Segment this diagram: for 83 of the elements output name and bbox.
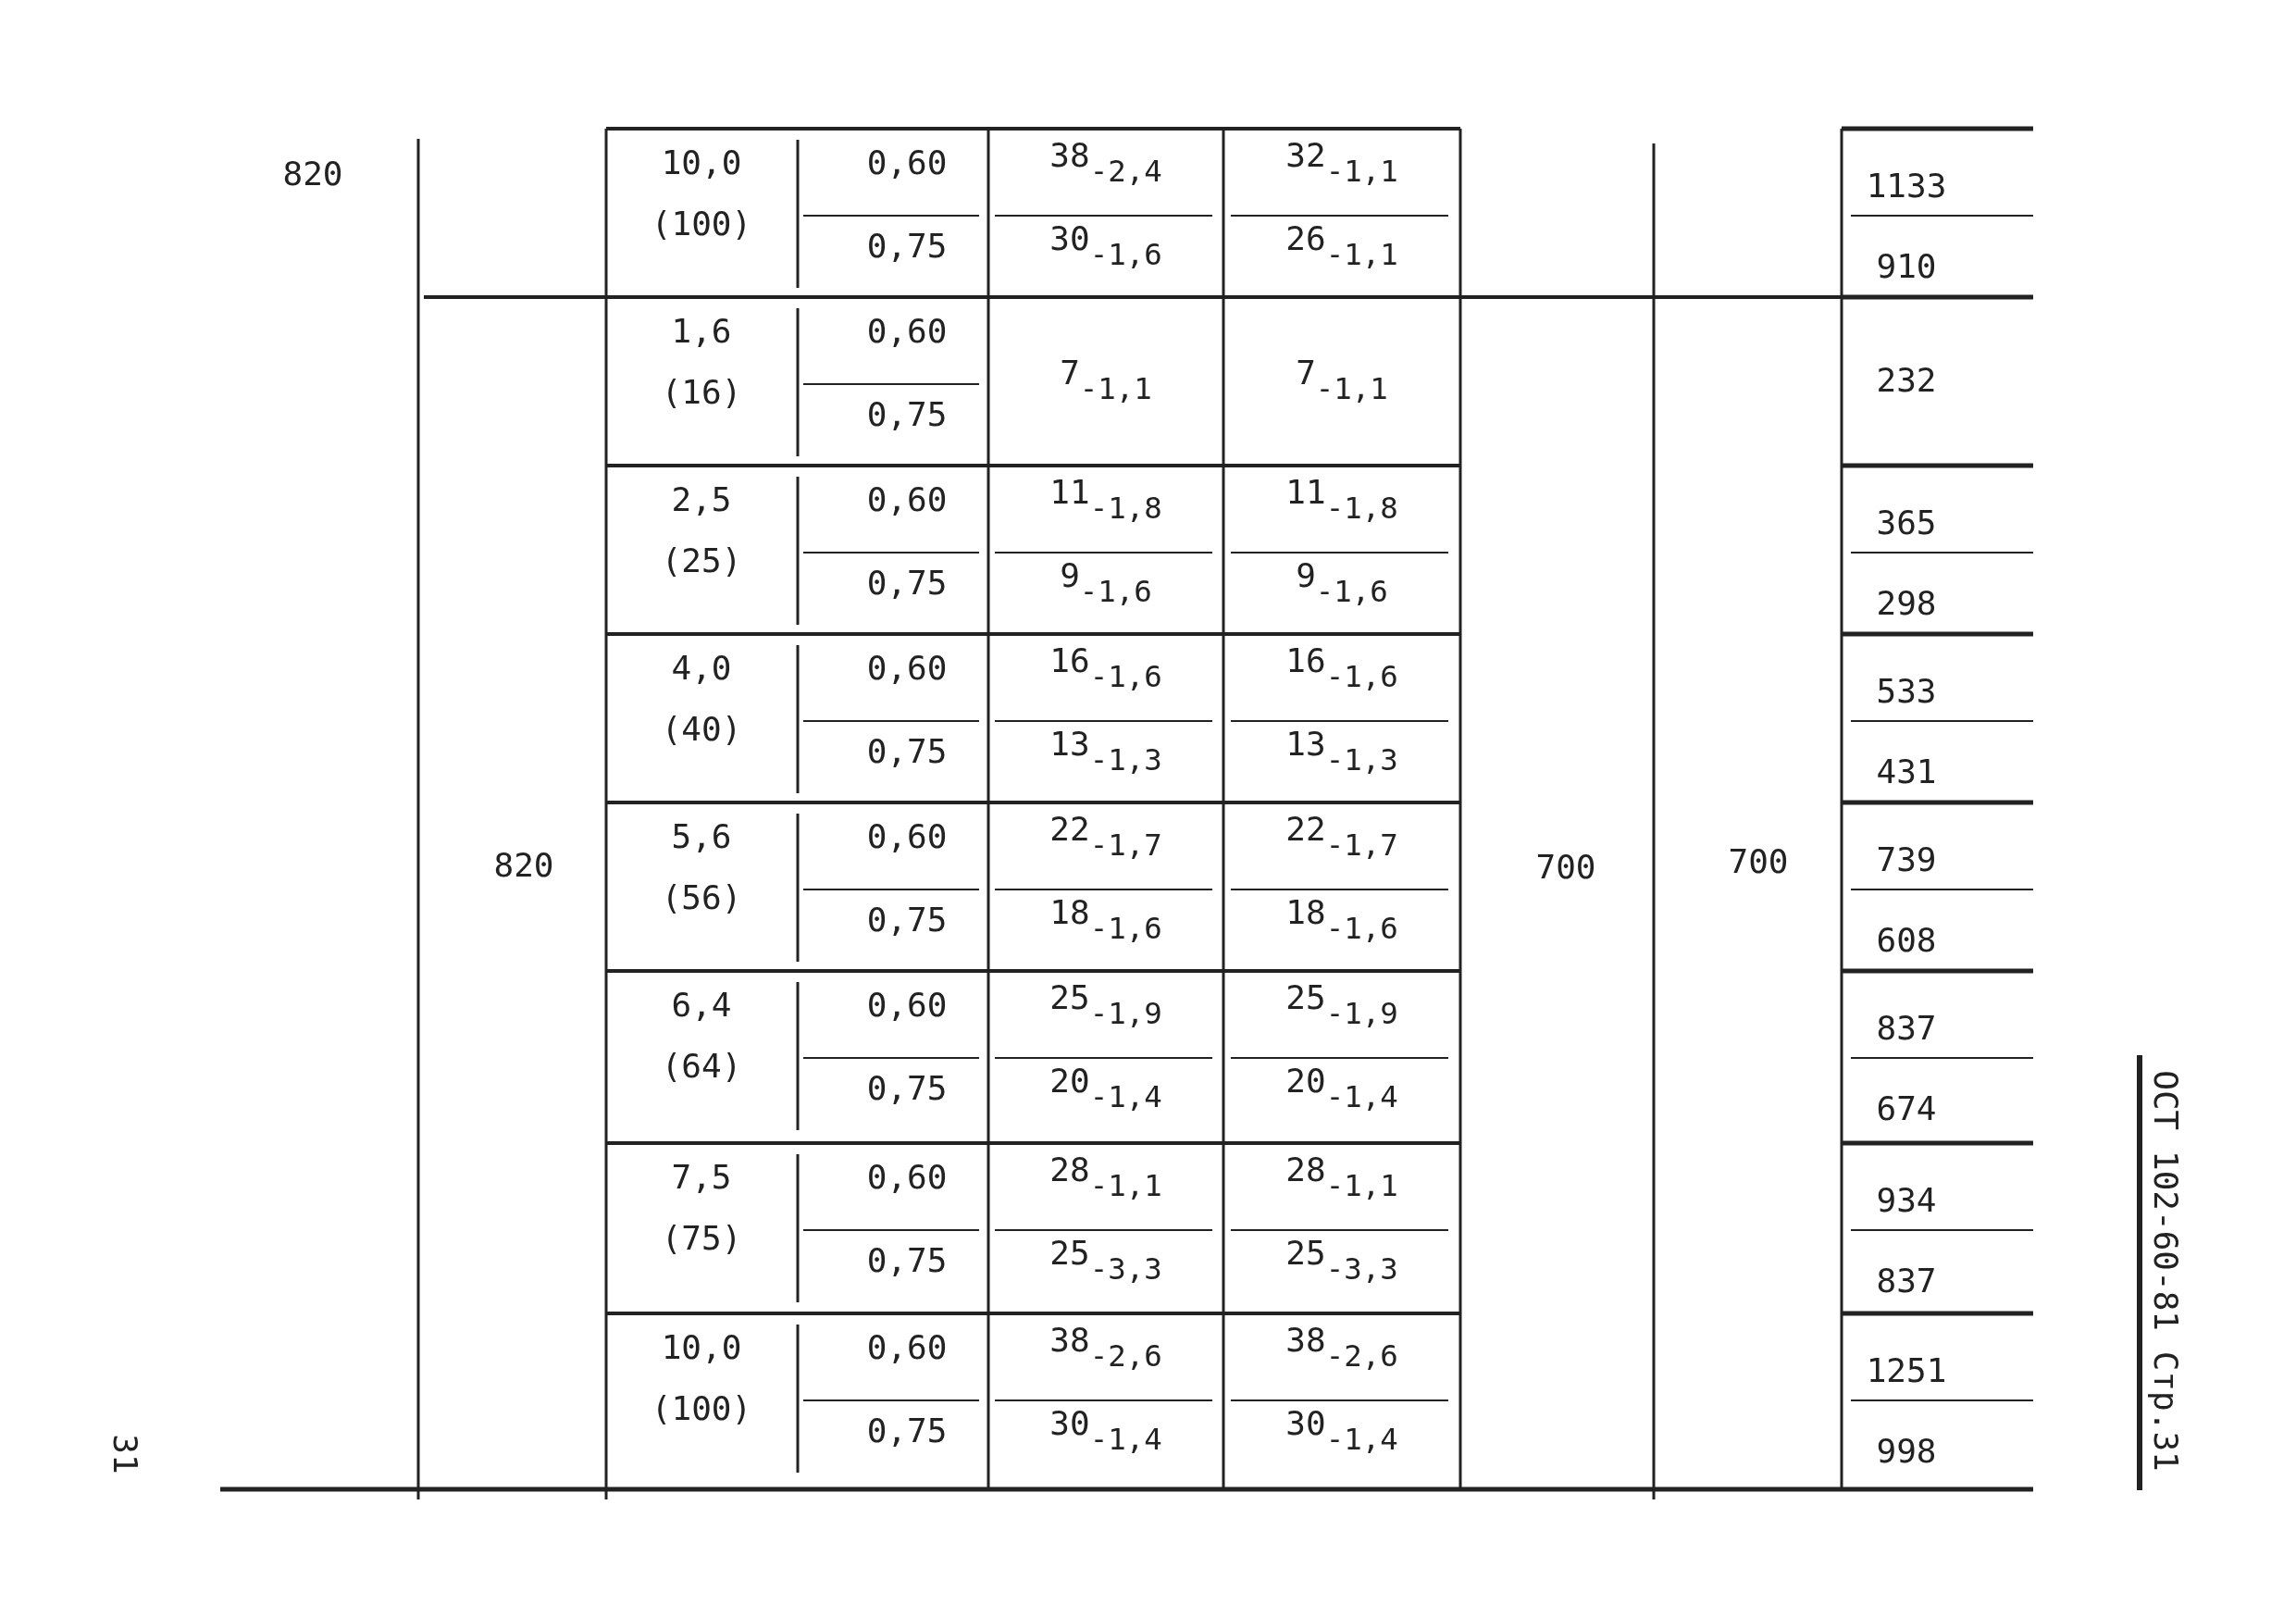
table-value: 0,75	[866, 1072, 948, 1105]
table-value: 38$_{-2,6}$	[1285, 1324, 1398, 1372]
table-value: 7$_{-1,1}$	[1060, 356, 1152, 404]
table-value: 16$_{-1,6}$	[1049, 644, 1162, 692]
table-value: 1,6	[671, 315, 732, 348]
table-value: 700	[1535, 851, 1596, 884]
table-value: (16)	[661, 376, 742, 409]
table-value: 28$_{-1,1}$	[1049, 1153, 1162, 1201]
table-value: 38$_{-2,4}$	[1049, 139, 1162, 187]
table-value: 9$_{-1,6}$	[1296, 559, 1388, 607]
table-value: 533	[1876, 675, 1937, 708]
table-value: 700	[1728, 845, 1789, 878]
table-value: 0,60	[866, 315, 948, 348]
table-value: 7,5	[671, 1161, 732, 1194]
table-value: (25)	[661, 544, 742, 578]
table-value: 22$_{-1,7}$	[1285, 813, 1398, 861]
table-value: 18$_{-1,6}$	[1285, 896, 1398, 944]
table-value: 0,75	[866, 1414, 948, 1448]
table-value: 837	[1876, 1264, 1937, 1298]
table-value: 820	[282, 157, 343, 191]
table-value: 20$_{-1,4}$	[1285, 1064, 1398, 1113]
table-value: 30$_{-1,4}$	[1049, 1407, 1162, 1455]
table-value: 4,0	[671, 652, 732, 685]
table-value: 7$_{-1,1}$	[1296, 356, 1388, 404]
table-value: 0,75	[866, 566, 948, 600]
table-value: 820	[493, 849, 554, 882]
table-value: 232	[1876, 364, 1937, 397]
table-value: 25$_{-3,3}$	[1049, 1237, 1162, 1285]
table-value: 5,6	[671, 820, 732, 853]
table-value: (75)	[661, 1222, 742, 1255]
table-value: 0,60	[866, 483, 948, 516]
table-value: 16$_{-1,6}$	[1285, 644, 1398, 692]
table-value: 0,75	[866, 735, 948, 768]
table-value: 28$_{-1,1}$	[1285, 1153, 1398, 1201]
table-value: 0,60	[866, 1161, 948, 1194]
table-value: 30$_{-1,6}$	[1049, 222, 1162, 270]
table-value: 22$_{-1,7}$	[1049, 813, 1162, 861]
table-value: 11$_{-1,8}$	[1285, 476, 1398, 524]
table-value: 9$_{-1,6}$	[1060, 559, 1152, 607]
table-value: 298	[1876, 587, 1937, 620]
table-value: (56)	[661, 881, 742, 914]
table-value: 32$_{-1,1}$	[1285, 139, 1398, 187]
table-value: 13$_{-1,3}$	[1285, 728, 1398, 776]
page-reference: ОСТ 102-60-81 Стр.31	[2149, 1070, 2182, 1472]
table-value: 1251	[1866, 1354, 1947, 1387]
table-value: 25$_{-1,9}$	[1285, 981, 1398, 1029]
table-value: 837	[1876, 1012, 1937, 1045]
table-value: 0,75	[866, 398, 948, 431]
table-value: 20$_{-1,4}$	[1049, 1064, 1162, 1113]
table-value: 26$_{-1,1}$	[1285, 222, 1398, 270]
table-value: 10,0	[661, 146, 742, 180]
table-value: 0,75	[866, 903, 948, 937]
table-value: 1133	[1866, 169, 1947, 203]
table-value: 431	[1876, 755, 1937, 789]
table-value: 0,60	[866, 1331, 948, 1364]
page-reference: 31	[108, 1434, 142, 1474]
table-value: 18$_{-1,6}$	[1049, 896, 1162, 944]
table-value: 998	[1876, 1435, 1937, 1468]
table-value: 13$_{-1,3}$	[1049, 728, 1162, 776]
table-value: (100)	[651, 1392, 752, 1425]
table-value: 0,75	[866, 1244, 948, 1277]
table-value: 739	[1876, 843, 1937, 877]
table-value: 934	[1876, 1184, 1937, 1217]
table-value: 0,75	[866, 230, 948, 263]
table-value: 25$_{-1,9}$	[1049, 981, 1162, 1029]
table-value: 365	[1876, 506, 1937, 540]
table-value: 11$_{-1,8}$	[1049, 476, 1162, 524]
table-value: (64)	[661, 1050, 742, 1083]
table-value: 25$_{-3,3}$	[1285, 1237, 1398, 1285]
table-value: 2,5	[671, 483, 732, 516]
table-value: 6,4	[671, 989, 732, 1022]
table-value: (40)	[661, 713, 742, 746]
table-value: 674	[1876, 1092, 1937, 1126]
table-value: 10,0	[661, 1331, 742, 1364]
table-value: 30$_{-1,4}$	[1285, 1407, 1398, 1455]
table-value: 38$_{-2,6}$	[1049, 1324, 1162, 1372]
table-value: 910	[1876, 250, 1937, 283]
table-value: 0,60	[866, 652, 948, 685]
table-value: 0,60	[866, 146, 948, 180]
table-value: 0,60	[866, 989, 948, 1022]
table-value: (100)	[651, 207, 752, 241]
table-value: 0,60	[866, 820, 948, 853]
table-value: 608	[1876, 924, 1937, 957]
